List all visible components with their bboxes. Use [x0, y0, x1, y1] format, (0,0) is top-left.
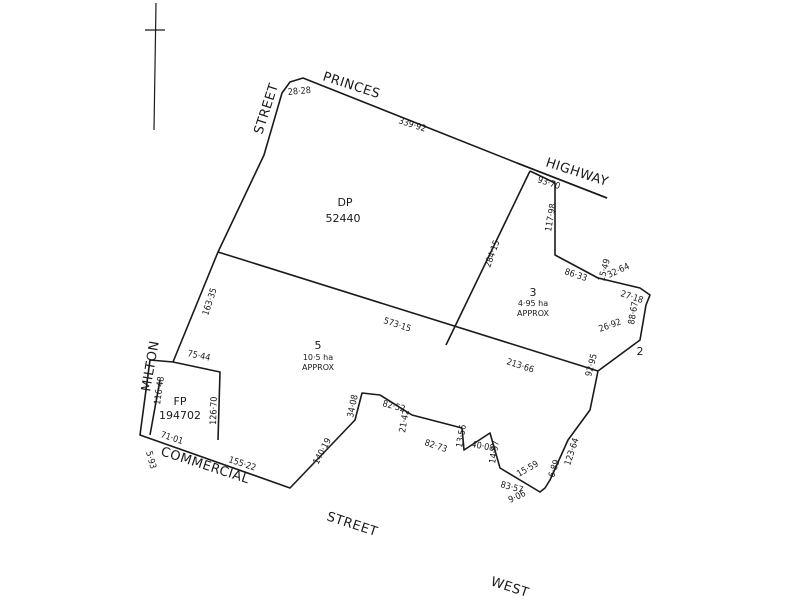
- dimension-label: 28·28: [287, 86, 311, 98]
- street-label-west: WEST: [489, 575, 531, 600]
- dp-label: DP: [337, 196, 352, 209]
- dimension-label: 126·70: [209, 396, 220, 425]
- north-arrow-icon: [145, 2, 165, 131]
- dp-number: 52440: [326, 212, 361, 225]
- lot3-number: 3: [530, 286, 537, 299]
- fp-label: FP: [174, 395, 187, 408]
- dimension-label: 75·44: [186, 349, 211, 364]
- dimension-label: 573·15: [382, 316, 412, 334]
- dimension-label: 117·98: [544, 203, 559, 233]
- lot5-number: 5: [315, 339, 322, 352]
- dimension-label: 93·70: [536, 175, 561, 192]
- dimension-label: 6·89: [547, 459, 562, 479]
- dimension-label: 284·15: [483, 239, 502, 269]
- dimension-label: 140·19: [312, 437, 334, 467]
- lot-divider-dp-5: [217, 251, 599, 372]
- site-boundary: [139, 77, 651, 493]
- lot3-approx: APPROX: [517, 309, 549, 318]
- dimension-label: 15·59: [516, 459, 541, 479]
- dimension-label: 14·97: [488, 440, 502, 465]
- dimension-label: 13·56: [455, 424, 469, 449]
- fp-number: 194702: [159, 409, 201, 422]
- dimension-label: 34·08: [346, 394, 361, 419]
- dimension-label: 40·08: [470, 440, 495, 454]
- dimension-label: 26·92: [598, 317, 623, 334]
- dimension-label: 116·48: [153, 376, 167, 405]
- dimension-label: 21·42: [398, 409, 412, 434]
- dimension-label: 163·35: [201, 287, 219, 317]
- dimension-label: 123·64: [563, 437, 581, 467]
- lot5-approx: APPROX: [302, 363, 334, 372]
- dimension-label: 5·93: [143, 450, 157, 470]
- lot2-number: 2: [637, 345, 644, 358]
- dimension-label: 88·67: [627, 301, 641, 326]
- fp-lot-boundary: [149, 361, 221, 441]
- lot-divider-dp-3: [445, 170, 531, 346]
- dimension-label: 82·73: [423, 438, 448, 455]
- street-label-street-bottom: STREET: [325, 510, 380, 541]
- dimension-label: 339·92: [397, 116, 427, 134]
- highway-line: [516, 162, 608, 199]
- lot5-area: 10·5 ha: [303, 353, 333, 362]
- lot3-area: 4·95 ha: [518, 299, 548, 308]
- dimension-label: 213·66: [505, 357, 535, 375]
